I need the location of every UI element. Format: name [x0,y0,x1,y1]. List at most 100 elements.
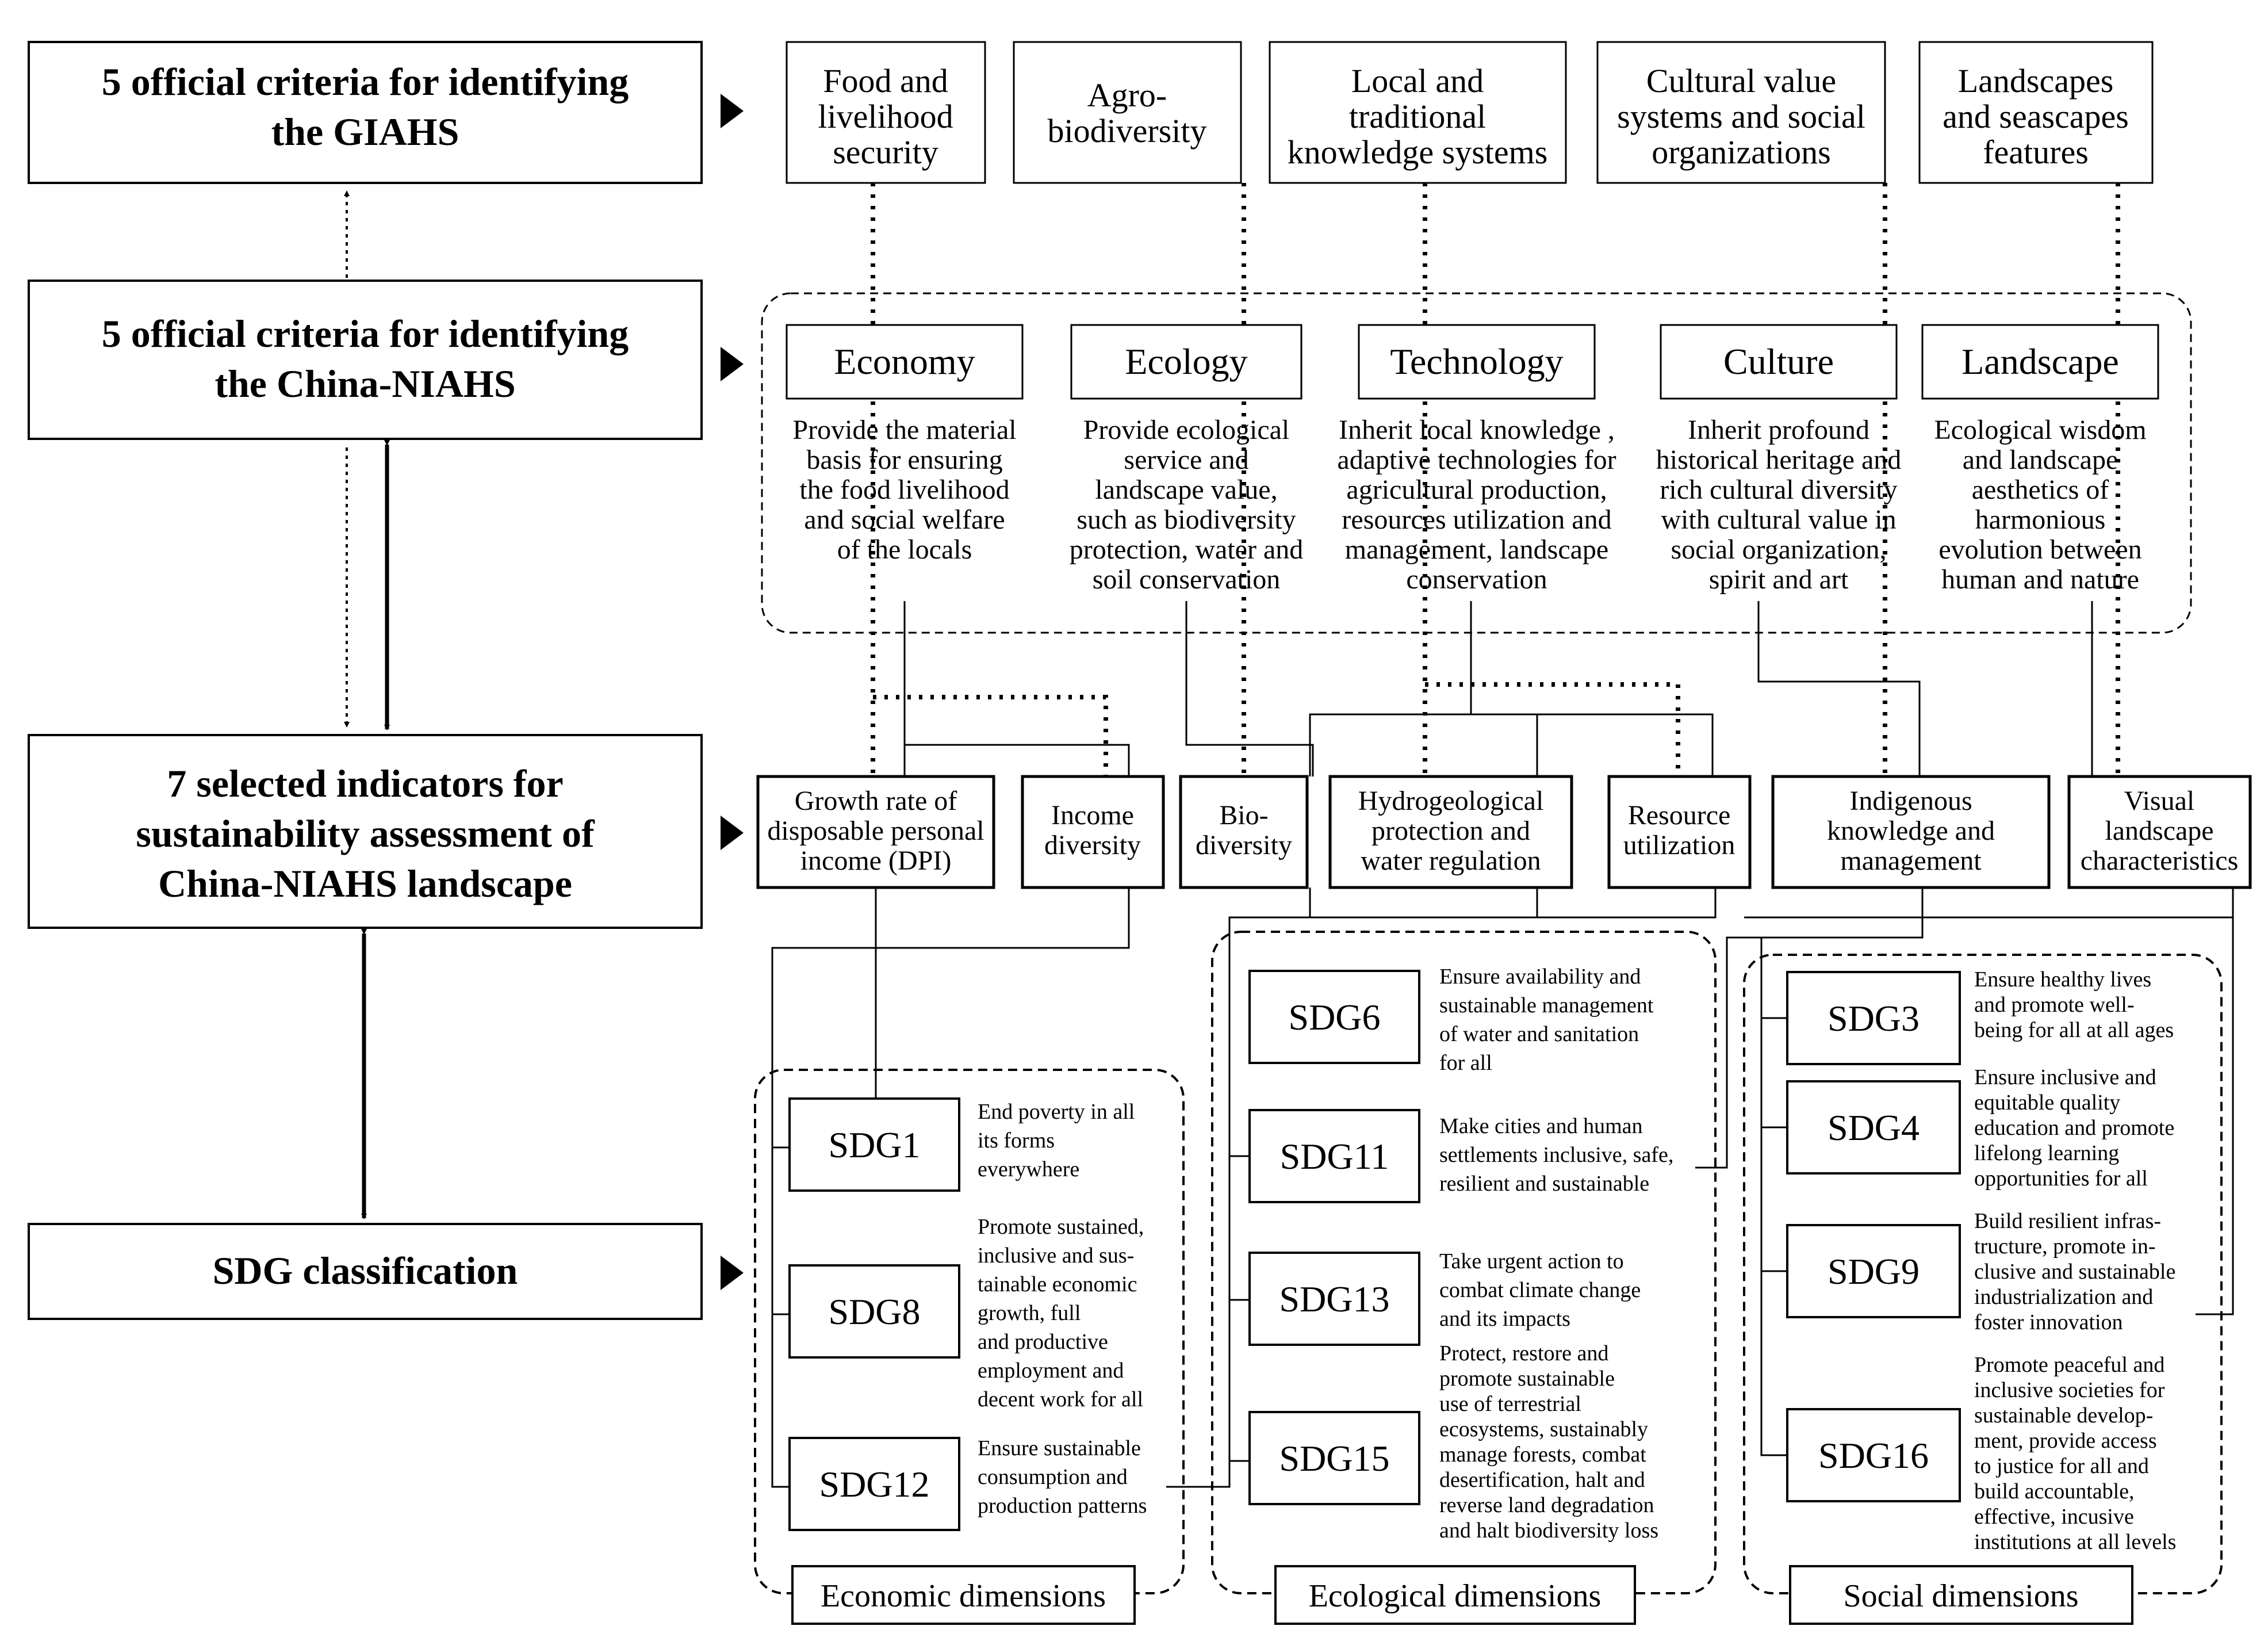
indicator-box [1771,775,2051,889]
niahs-criterion-desc-line: adaptive technologies for [1337,445,1616,475]
sdg-description-line: settlements inclusive, safe, [1439,1143,1673,1167]
niahs-criterion-desc-line: soil conservation [1093,564,1281,595]
triangle-right-icon [721,1256,744,1290]
sdg-description-line: combat climate change [1439,1278,1641,1302]
giahs-criteria-label-line: the GIAHS [271,110,459,154]
indicator-text-line: Resource [1628,800,1731,831]
sdg-description-line: Promote peaceful and [1974,1353,2164,1377]
sdg-classification-label-line: SDG classification [213,1249,518,1292]
sdg-description-line: and halt biodiversity loss [1439,1518,1658,1543]
giahs-criterion-text-line: knowledge systems [1288,133,1548,171]
sdg-id: SDG6 [1288,997,1380,1038]
niahs-criterion-desc: Inherit local knowledge ,adaptive techno… [1337,415,1616,595]
niahs-criterion-desc-line: management, landscape [1345,534,1608,565]
triangle-right-icon [721,816,744,850]
giahs-criterion-text-line: Agro- [1087,76,1167,114]
sdg-description-line: sustainable develop- [1974,1403,2153,1428]
sdg-description-line: End poverty in all [978,1100,1135,1124]
sdg-description-line: reverse land degradation [1439,1493,1654,1517]
sdg-box [1248,970,1420,1064]
giahs-criterion-box [1596,41,1886,184]
giahs-criterion-text-line: Local and [1351,62,1484,100]
sdg-description-line: Promote sustained, [978,1215,1144,1239]
giahs-criterion-text: Agro-biodiversity [1047,76,1206,150]
niahs-criterion-desc-line: landscape value, [1095,475,1277,505]
sdg-id: SDG1 [828,1124,920,1165]
sdg-description-line: ment, provide access [1974,1429,2157,1453]
giahs-criterion-text-line: Landscapes [1958,62,2114,100]
sdg-box [1248,1252,1420,1346]
sdg-description-line: use of terrestrial [1439,1392,1581,1416]
sdg-id: SDG16 [1818,1435,1929,1476]
niahs-criterion-title: Landscape [1961,341,2119,382]
sdg-box [788,1437,960,1531]
sdg-description-line: opportunities for all [1974,1166,2148,1191]
giahs-criteria-label-line: 5 official criteria for identifying [102,60,629,104]
niahs-criterion-desc-line: human and nature [1941,564,2139,595]
indicators-label-box [28,734,703,929]
sdg-description-line: inclusive and sus- [978,1244,1134,1268]
sdg-description-line: Ensure availability and [1439,965,1641,989]
niahs-criterion-desc-line: aesthetics of [1972,475,2109,505]
sdg-description-line: to justice for all and [1974,1454,2149,1478]
niahs-criterion-desc-line: and landscape [1963,445,2118,475]
dimension-label-box [1274,1565,1636,1625]
indicator-text-line: knowledge and [1827,816,1995,846]
giahs-criterion-text-line: organizations [1652,133,1830,171]
indicators-label-line: sustainability assessment of [136,812,595,855]
giahs-criterion-text-line: features [1983,133,2089,171]
niahs-criterion-desc-line: harmonious [1975,504,2106,535]
niahs-criterion-desc-line: of the locals [837,534,972,565]
niahs-criterion-desc-line: Ecological wisdom [1934,415,2146,445]
giahs-criterion-box [1269,41,1567,184]
indicator-box [1021,775,1165,889]
niahs-criterion-desc-line: Inherit local knowledge , [1339,415,1615,445]
niahs-criterion-desc-line: rich cultural diversity [1660,475,1897,505]
sdg-description-line: manage forests, combat [1439,1443,1646,1467]
sdg-description-line: desertification, halt and [1439,1468,1645,1492]
sdg-description: Ensure availability and sustainable manag… [1439,965,1654,1075]
sdg-description-line: equitable quality [1974,1091,2120,1115]
niahs-criterion-desc-line: social organization, [1671,534,1887,565]
sdg-description-line: Ensure sustainable [978,1436,1141,1460]
niahs-criterion-desc-line: protection, water and [1070,534,1304,565]
sdg-id: SDG12 [819,1464,929,1505]
niahs-criteria-label-line: 5 official criteria for identifying [102,312,629,355]
niahs-criterion-desc-line: such as biodiversity [1076,504,1296,535]
sdg-box [1786,1080,1961,1175]
sdg-description-line: clusive and sustainable [1974,1260,2175,1284]
indicator-box [756,775,995,889]
niahs-criteria-label-box [28,280,703,440]
sdg-description-line: everywhere [978,1157,1079,1181]
indicator-text-line: management [1840,846,1982,876]
giahs-criterion-text-line: Food and [823,62,948,100]
niahs-criterion-desc-line: historical heritage and [1656,445,1902,475]
giahs-criterion-box [1918,41,2154,184]
triangle-right-icon [721,347,744,381]
sdg-description-line: ecosystems, sustainably [1439,1417,1648,1441]
sdg-description-line: lifelong learning [1974,1141,2119,1165]
indicators-label-line: China-NIAHS landscape [158,862,572,905]
niahs-criterion-box [1660,324,1898,400]
giahs-criterion-text-line: Cultural value [1646,62,1836,100]
niahs-criteria-label-line: the China-NIAHS [214,362,515,405]
indicator-box [1179,775,1309,889]
sdg-description-line: effective, incusive [1974,1505,2134,1529]
social-dimension-group [1743,954,2223,1594]
sdg-description-line: sustainable management [1439,993,1654,1017]
